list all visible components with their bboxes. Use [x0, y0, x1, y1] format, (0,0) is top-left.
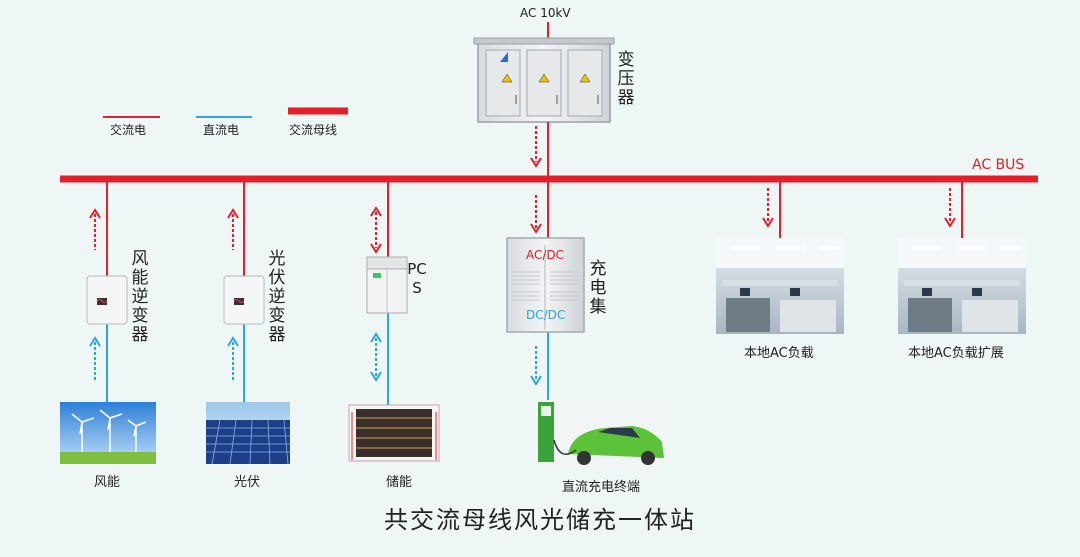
dc-charger-terminal-label: 直流充电终端	[562, 480, 641, 495]
charger-top-text: AC/DC	[526, 248, 565, 262]
charger-bottom-text: DC/DC	[526, 308, 566, 322]
office-image-2	[898, 238, 1026, 334]
load2-branch	[944, 182, 963, 240]
ev-charging-image	[536, 400, 666, 470]
legend-bus-label: 交流母线	[289, 123, 338, 137]
load1-branch	[762, 182, 781, 240]
charger-cabinet	[506, 237, 585, 333]
pcs-label: PCS	[407, 260, 427, 297]
wind-source-label: 风能	[94, 475, 121, 490]
legend-dc-label: 直流电	[203, 123, 240, 137]
pcs-branch	[370, 182, 389, 405]
transformer-cabinet	[473, 22, 615, 123]
solar-panel-image	[206, 402, 290, 465]
legend-ac-label: 交流电	[110, 123, 147, 137]
wind-turbine-image	[60, 402, 156, 464]
storage-source-label: 储能	[386, 475, 413, 490]
wind-inverter-label: 风能逆变器	[131, 249, 149, 345]
battery-rack-image	[348, 404, 440, 462]
legend	[103, 107, 348, 118]
pv-inverter-label: 光伏逆变器	[268, 249, 286, 345]
wind-inverter-device	[86, 275, 128, 325]
pv-branch	[227, 182, 245, 402]
pcs-cabinet	[366, 256, 408, 314]
local-load-expansion-label: 本地AC负载扩展	[908, 346, 1004, 361]
local-load-label: 本地AC负载	[744, 346, 814, 361]
transformer-label: 变压器	[617, 50, 635, 108]
office-image-1	[716, 238, 844, 334]
diagram-title: 共交流母线风光储充一体站	[384, 506, 696, 534]
pv-source-label: 光伏	[234, 475, 261, 490]
pv-inverter-device	[223, 275, 265, 325]
transformer-feed	[530, 122, 549, 176]
charger-label: 充电集	[589, 259, 607, 317]
grid-voltage-label: AC 10kV	[520, 6, 571, 20]
charger-branch	[530, 182, 549, 400]
bus-label: AC BUS	[972, 157, 1025, 173]
wind-branch	[89, 182, 108, 402]
